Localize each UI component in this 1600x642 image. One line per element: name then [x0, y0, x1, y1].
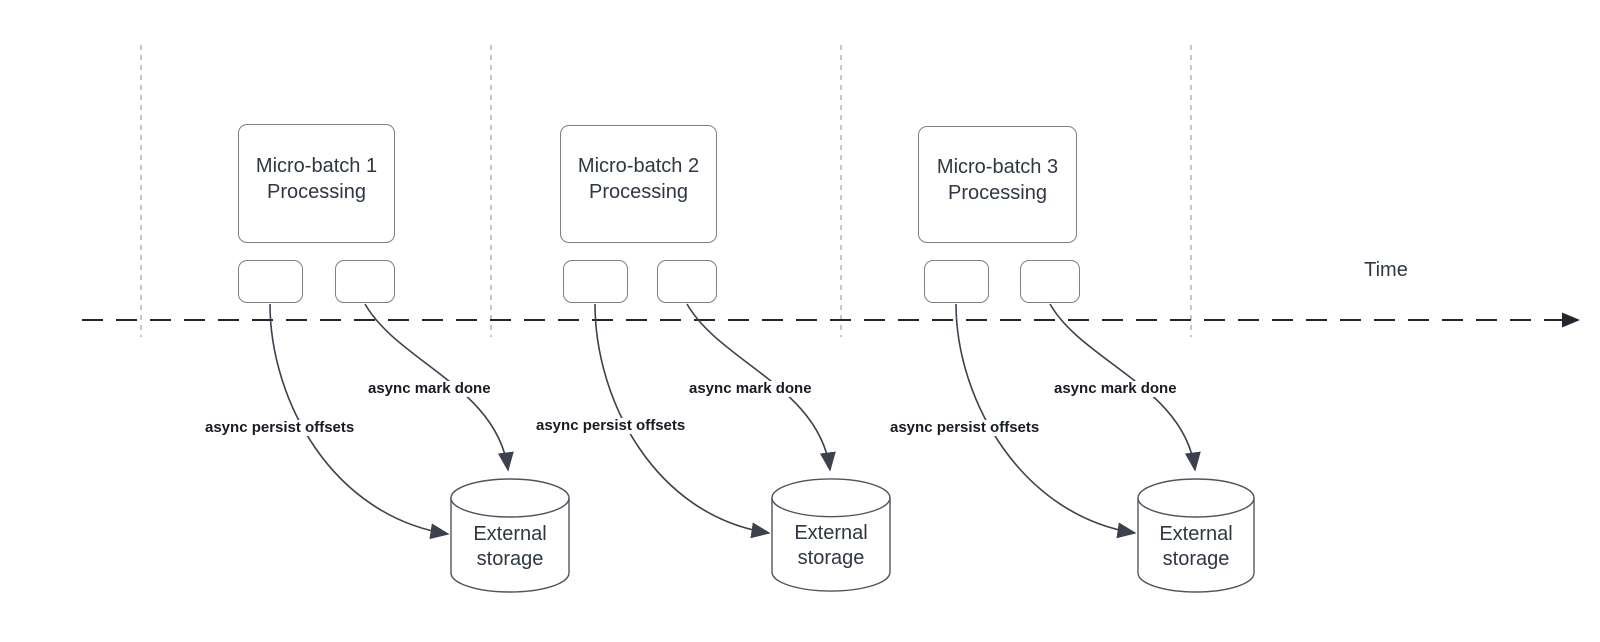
- micro-batch-1-box: Micro-batch 1 Processing: [238, 124, 395, 243]
- micro-batch-1-subtitle: Processing: [267, 180, 366, 203]
- mark-task-rect-2: [657, 260, 717, 303]
- mark-done-label-3: async mark done: [1052, 380, 1179, 397]
- persist-task-rect-2: [563, 260, 628, 303]
- time-axis-arrowhead: [1562, 312, 1580, 328]
- micro-batch-1-title: Micro-batch 1: [255, 154, 378, 177]
- external-storage-cylinder-1: External storage: [450, 478, 570, 593]
- persist-offsets-label-3: async persist offsets: [888, 419, 1042, 436]
- external-storage-label-2: External storage: [794, 522, 868, 569]
- mark-done-arrow-1: [364, 303, 514, 472]
- external-storage-label-3: External storage: [1159, 522, 1233, 570]
- micro-batch-2-subtitle: Processing: [589, 181, 688, 203]
- micro-batch-2-box: Micro-batch 2 Processing: [560, 125, 717, 243]
- persist-offsets-label-2: async persist offsets: [534, 417, 688, 434]
- cylinder-shape-3: [1137, 478, 1255, 593]
- mark-task-rect-1: [335, 260, 395, 303]
- persist-task-rect-1: [238, 260, 303, 303]
- mark-done-label-1: async mark done: [366, 380, 493, 397]
- cylinder-shape-1: [450, 478, 570, 593]
- micro-batch-3-subtitle: Processing: [948, 181, 1047, 204]
- micro-batch-2-title: Micro-batch 2: [577, 155, 700, 177]
- time-axis-label: Time: [1364, 259, 1408, 281]
- persist-offsets-arrow-1: [269, 303, 450, 540]
- external-storage-cylinder-2: External storage: [771, 478, 891, 592]
- persist-offsets-arrow-2: [594, 303, 771, 539]
- micro-batch-3-box: Micro-batch 3 Processing: [918, 126, 1077, 243]
- mark-done-label-2: async mark done: [687, 380, 814, 397]
- persist-offsets-arrow-3: [955, 303, 1137, 539]
- mark-done-arrow-3: [1049, 303, 1201, 472]
- cylinder-shape-2: [771, 478, 891, 592]
- mark-task-rect-3: [1020, 260, 1080, 303]
- external-storage-cylinder-3: External storage: [1137, 478, 1255, 593]
- mark-done-arrow-2: [686, 303, 836, 472]
- persist-task-rect-3: [924, 260, 989, 303]
- persist-offsets-label-1: async persist offsets: [203, 419, 357, 436]
- external-storage-label-1: External storage: [473, 522, 547, 570]
- micro-batch-3-title: Micro-batch 3: [936, 155, 1059, 178]
